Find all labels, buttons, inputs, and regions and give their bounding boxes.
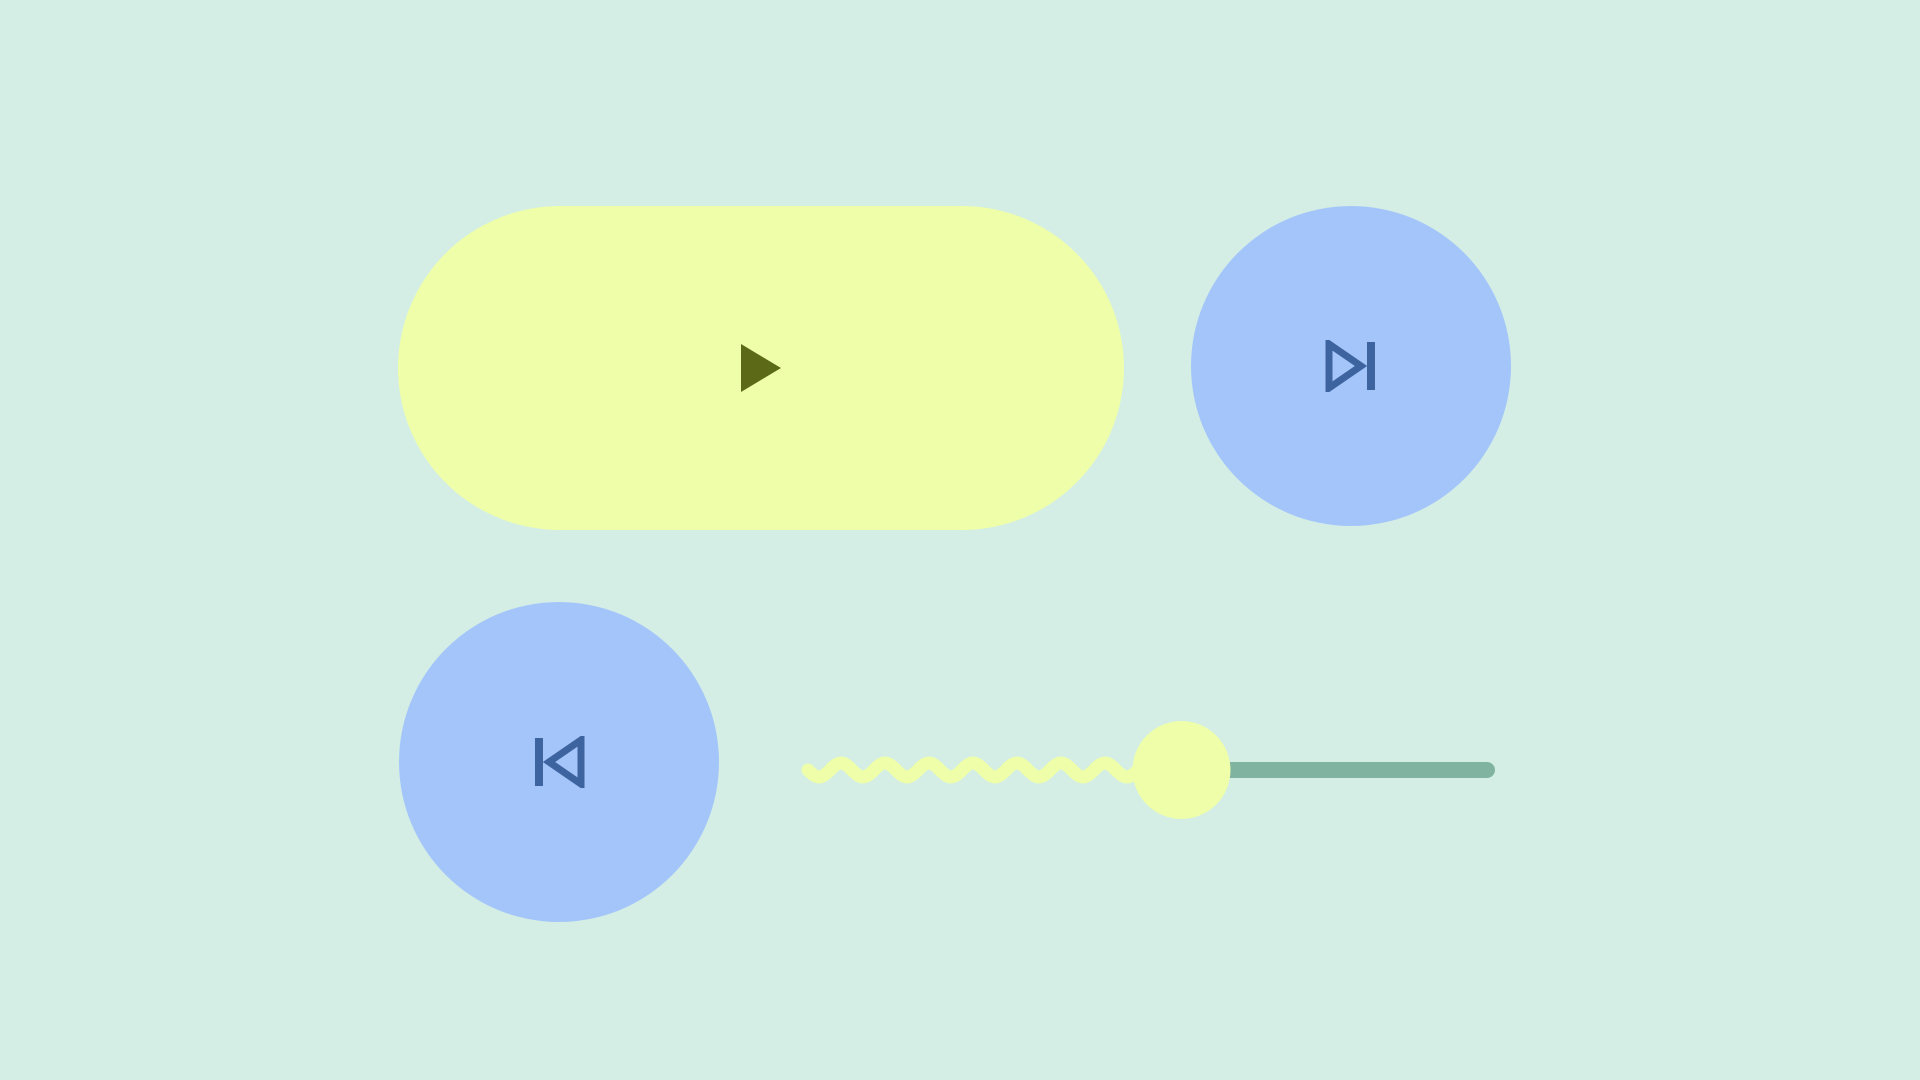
- seek-bar[interactable]: [800, 710, 1495, 830]
- seek-bar-thumb[interactable]: [1132, 721, 1231, 819]
- skip-previous-button[interactable]: [399, 602, 719, 922]
- skip-previous-icon: [535, 736, 585, 788]
- play-icon: [741, 344, 781, 392]
- skip-next-button[interactable]: [1191, 206, 1511, 526]
- play-button[interactable]: [398, 206, 1124, 530]
- skip-next-icon: [1325, 340, 1375, 392]
- seek-bar-played-track: [801, 756, 1187, 784]
